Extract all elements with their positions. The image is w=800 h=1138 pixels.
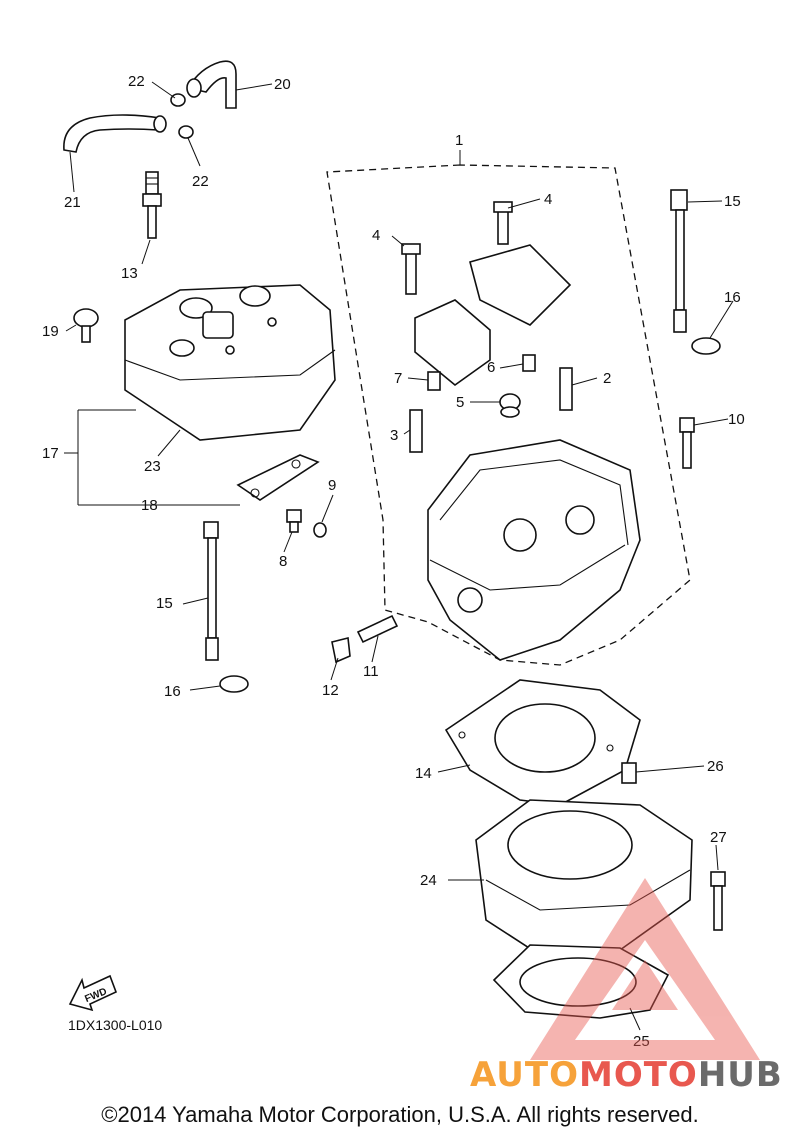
label-20: 20 (274, 76, 291, 93)
cylinder-base-gasket-25 (492, 944, 670, 1019)
label-7: 7 (394, 370, 402, 387)
label-12: 12 (322, 682, 339, 699)
part-labels: 1 2 3 4 4 5 6 7 8 9 10 11 12 13 14 15 15… (42, 73, 745, 1050)
watermark-logo (530, 878, 760, 1060)
label-23: 23 (144, 458, 161, 475)
dowel-6-7 (427, 354, 536, 391)
cylinder-head-cover (124, 284, 336, 441)
bolt-15-left (203, 521, 219, 661)
bolt-10 (679, 417, 695, 469)
label-10: 10 (728, 411, 745, 428)
label-18: 18 (141, 497, 158, 514)
washer-9 (313, 522, 327, 538)
label-5: 5 (456, 394, 464, 411)
label-16a: 16 (164, 683, 181, 700)
label-24: 24 (420, 872, 437, 889)
label-15a: 15 (156, 595, 173, 612)
valve-parts (409, 367, 573, 453)
label-4b: 4 (544, 191, 552, 208)
gasket-18 (236, 454, 320, 501)
watermark-brand: AUTOMOTOHUB (470, 1055, 783, 1095)
label-27: 27 (710, 829, 727, 846)
label-16b: 16 (724, 289, 741, 306)
copyright-notice: ©2014 Yamaha Motor Corporation, U.S.A. A… (101, 1102, 699, 1127)
label-9: 9 (328, 477, 336, 494)
label-8: 8 (279, 553, 287, 570)
label-15b: 15 (724, 193, 741, 210)
label-21: 21 (64, 194, 81, 211)
label-22b: 22 (192, 173, 209, 190)
label-19: 19 (42, 323, 59, 340)
label-2: 2 (603, 370, 611, 387)
label-4a: 4 (372, 227, 380, 244)
cylinder-24 (475, 799, 693, 956)
nut-12 (331, 637, 351, 664)
label-25: 25 (633, 1033, 650, 1050)
brand-hub: HUB (697, 1055, 783, 1095)
leader-lines (64, 81, 734, 1031)
bolt-15-right (670, 189, 688, 333)
bolt-19 (73, 308, 99, 343)
clamp-22 (170, 93, 194, 139)
camshaft-cap (401, 201, 572, 387)
label-22a: 22 (128, 73, 145, 90)
label-13: 13 (121, 265, 138, 282)
label-11: 11 (363, 663, 379, 680)
brand-auto: AUTO (470, 1055, 579, 1095)
label-1: 1 (455, 132, 463, 149)
label-3: 3 (390, 427, 398, 444)
spark-plug-13 (142, 171, 162, 239)
label-17: 17 (42, 445, 59, 462)
bolt-8 (286, 509, 302, 533)
washer-16-right (691, 337, 721, 355)
label-14: 14 (415, 765, 432, 782)
brand-moto: MOTO (578, 1055, 698, 1095)
label-6: 6 (487, 359, 495, 376)
cylinder-head (427, 439, 641, 661)
label-26: 26 (707, 758, 724, 775)
breather-hose-20 (186, 60, 237, 109)
cylinder-head-gasket-14 (444, 679, 641, 806)
fwd-arrow-icon: FWD (68, 974, 118, 1012)
stud-11 (356, 614, 399, 644)
breather-hose-21 (63, 114, 167, 153)
diagram-code: 1DX1300-L010 (68, 1017, 163, 1033)
washer-16-left (219, 675, 249, 693)
bolt-27 (710, 871, 726, 931)
dowel-26 (621, 762, 637, 784)
